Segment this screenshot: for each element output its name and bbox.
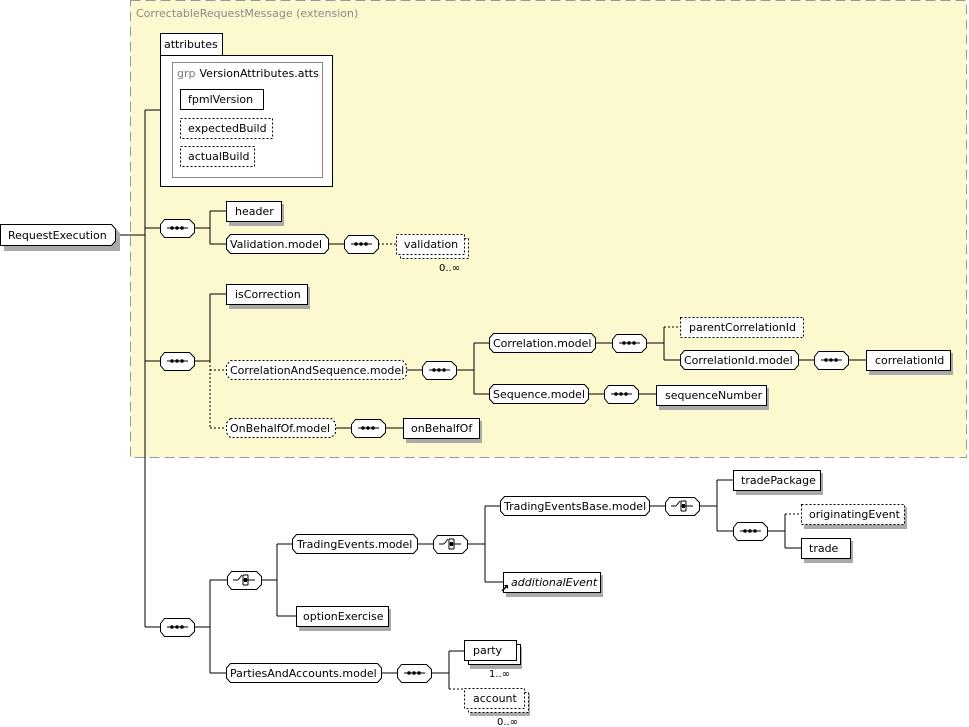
attributes-tab-label: attributes bbox=[164, 38, 218, 51]
group-tradingeventsbase-model[interactable]: TradingEventsBase.model bbox=[500, 496, 650, 516]
element-validation[interactable]: validation 0..∞ bbox=[396, 234, 469, 275]
element-correlationid[interactable]: correlationId bbox=[866, 350, 954, 376]
party-cardinality: 1..∞ bbox=[489, 669, 510, 680]
element-additionalevent-label: additionalEvent bbox=[511, 576, 598, 589]
root-element[interactable]: RequestExecution bbox=[0, 224, 121, 252]
element-additionalevent[interactable]: additionalEvent bbox=[501, 572, 603, 598]
attribute-group-prefix: grp bbox=[177, 67, 196, 80]
sequence-compositor-icon[interactable] bbox=[351, 419, 386, 438]
sequence-compositor-icon[interactable] bbox=[612, 334, 647, 353]
attribute-group-name: VersionAttributes.atts bbox=[200, 67, 320, 80]
element-tradepackage-label: tradePackage bbox=[741, 474, 816, 487]
group-sequence-model[interactable]: Sequence.model bbox=[489, 384, 589, 404]
group-correlation-model[interactable]: Correlation.model bbox=[489, 333, 596, 353]
group-correlation-and-sequence-model-label: CorrelationAndSequence.model bbox=[230, 364, 404, 377]
sequence-compositor-icon[interactable] bbox=[814, 351, 849, 370]
connectors bbox=[115, 109, 866, 690]
group-validation-model-label: Validation.model bbox=[230, 238, 322, 251]
group-tradingevents-model[interactable]: TradingEvents.model bbox=[292, 534, 418, 554]
attr-actualbuild: actualBuild bbox=[188, 150, 249, 163]
element-sequencenumber-label: sequenceNumber bbox=[665, 389, 763, 402]
attr-expectedbuild: expectedBuild bbox=[188, 122, 267, 135]
compositors bbox=[160, 219, 849, 683]
element-onbehalfof[interactable]: onBehalfOf bbox=[403, 418, 483, 444]
attr-actualbuild-box[interactable] bbox=[180, 146, 255, 167]
choice-compositor-icon[interactable] bbox=[665, 497, 700, 516]
group-correlationid-model[interactable]: CorrelationId.model bbox=[680, 350, 799, 370]
element-iscorrection[interactable]: isCorrection bbox=[226, 284, 311, 310]
group-partiesandaccounts-model[interactable]: PartiesAndAccounts.model bbox=[226, 663, 382, 683]
group-correlation-model-label: Correlation.model bbox=[493, 337, 591, 350]
sequence-compositor-icon[interactable] bbox=[422, 361, 457, 380]
schema-nodes: header Validation.model validation 0..∞ … bbox=[226, 201, 954, 727]
element-optionexercise[interactable]: optionExercise bbox=[296, 606, 392, 632]
element-account-label: account bbox=[473, 692, 518, 705]
element-parentcorrelationid-label: parentCorrelationId bbox=[689, 321, 796, 334]
sequence-compositor-icon[interactable] bbox=[160, 219, 195, 238]
element-account[interactable]: account 0..∞ bbox=[464, 688, 531, 727]
element-header-label: header bbox=[235, 205, 274, 218]
sequence-compositor-icon[interactable] bbox=[604, 385, 639, 404]
choice-compositor-icon[interactable] bbox=[227, 571, 262, 590]
group-partiesandaccounts-model-label: PartiesAndAccounts.model bbox=[230, 667, 377, 680]
element-parentcorrelationid[interactable]: parentCorrelationId bbox=[680, 317, 804, 338]
validation-cardinality: 0..∞ bbox=[439, 263, 460, 274]
attr-fpmlversion-box[interactable] bbox=[180, 89, 264, 110]
group-sequence-model-label: Sequence.model bbox=[493, 388, 585, 401]
extension-label: CorrectableRequestMessage (extension) bbox=[136, 7, 358, 20]
element-party-label: party bbox=[473, 644, 503, 657]
attributes-panel: attributes grp VersionAttributes.atts fpm… bbox=[160, 33, 333, 187]
attr-expectedbuild-box[interactable] bbox=[180, 118, 273, 139]
element-trade-label: trade bbox=[809, 542, 839, 555]
element-tradepackage[interactable]: tradePackage bbox=[733, 470, 824, 496]
element-correlationid-label: correlationId bbox=[875, 354, 944, 367]
element-originatingevent[interactable]: originatingEvent bbox=[801, 504, 908, 530]
element-validation-label: validation bbox=[404, 238, 458, 251]
attr-fpmlversion: fpmlVersion bbox=[188, 93, 253, 106]
sequence-compositor-icon[interactable] bbox=[160, 352, 195, 371]
attribute-group-label: grp VersionAttributes.atts bbox=[177, 67, 319, 80]
element-sequencenumber[interactable]: sequenceNumber bbox=[656, 385, 770, 411]
group-tradingevents-model-label: TradingEvents.model bbox=[296, 538, 412, 551]
group-tradingeventsbase-model-label: TradingEventsBase.model bbox=[503, 500, 646, 513]
element-party[interactable]: party 1..∞ bbox=[464, 640, 523, 681]
group-correlation-and-sequence-model[interactable]: CorrelationAndSequence.model bbox=[226, 360, 407, 380]
sequence-compositor-icon[interactable] bbox=[733, 522, 768, 541]
sequence-compositor-icon[interactable] bbox=[160, 618, 195, 637]
sequence-compositor-icon[interactable] bbox=[397, 664, 432, 683]
group-validation-model[interactable]: Validation.model bbox=[226, 234, 329, 254]
group-correlationid-model-label: CorrelationId.model bbox=[684, 354, 793, 367]
substitution-arrow-icon bbox=[501, 585, 508, 592]
element-onbehalfof-label: onBehalfOf bbox=[411, 422, 473, 435]
element-originatingevent-label: originatingEvent bbox=[809, 508, 901, 521]
group-onbehalfof-model[interactable]: OnBehalfOf.model bbox=[226, 418, 336, 438]
element-trade[interactable]: trade bbox=[801, 538, 854, 564]
element-optionexercise-label: optionExercise bbox=[303, 610, 384, 623]
account-cardinality: 0..∞ bbox=[497, 717, 518, 727]
root-label: RequestExecution bbox=[8, 229, 107, 242]
sequence-compositor-icon[interactable] bbox=[344, 235, 379, 254]
choice-compositor-icon[interactable] bbox=[433, 535, 468, 554]
group-onbehalfof-model-label: OnBehalfOf.model bbox=[230, 422, 330, 435]
element-iscorrection-label: isCorrection bbox=[235, 288, 301, 301]
element-header[interactable]: header bbox=[226, 201, 285, 227]
